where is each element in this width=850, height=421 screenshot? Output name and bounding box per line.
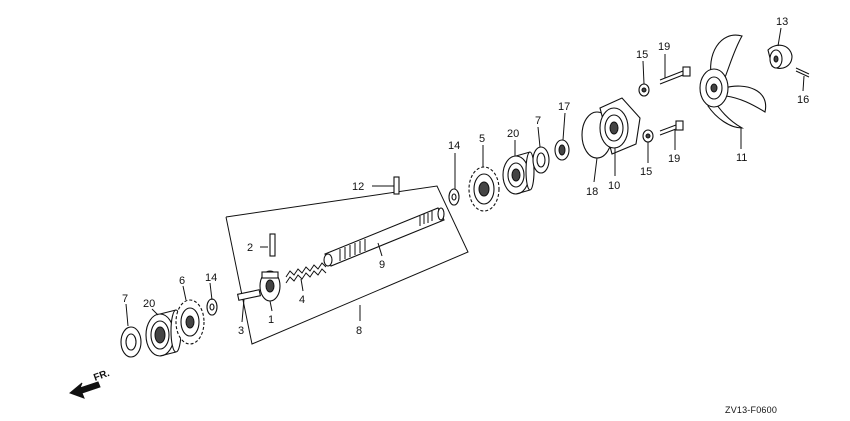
- callout-15-upper: 15: [636, 49, 648, 61]
- callout-20-right: 20: [507, 128, 519, 140]
- part-7-thrust-washer-left[interactable]: [120, 326, 142, 358]
- callout-13: 13: [776, 16, 788, 28]
- callout-11: 11: [736, 152, 747, 164]
- callout-17: 17: [558, 101, 570, 113]
- callout-1: 1: [268, 314, 274, 326]
- part-12-pin[interactable]: [393, 176, 400, 195]
- callout-7-right: 7: [535, 115, 541, 127]
- part-20-bearing-right[interactable]: [502, 151, 535, 195]
- part-7-thrust-washer-right[interactable]: [532, 146, 550, 174]
- part-10-bearing-holder[interactable]: [599, 97, 641, 155]
- callout-12: 12: [352, 181, 364, 193]
- part-19-bolt-upper[interactable]: [659, 66, 691, 85]
- part-6-gear[interactable]: [175, 299, 205, 345]
- part-1-clutch[interactable]: [259, 270, 281, 302]
- part-3-pin[interactable]: [236, 289, 262, 301]
- part-13-propeller-nut[interactable]: [767, 44, 793, 69]
- front-direction-label: FR.: [92, 368, 111, 384]
- leader-lines: [125, 27, 805, 327]
- callout-20-left: 20: [143, 298, 155, 310]
- callout-9: 9: [379, 259, 385, 271]
- callout-4: 4: [299, 294, 305, 306]
- callout-19-upper: 19: [658, 41, 670, 53]
- part-15-nut-lower[interactable]: [642, 129, 654, 143]
- part-15-nut-upper[interactable]: [638, 83, 650, 97]
- callout-18: 18: [586, 186, 598, 198]
- part-4-spring[interactable]: [285, 262, 327, 284]
- callout-14-right: 14: [448, 140, 460, 152]
- part-16-cotter-pin[interactable]: [795, 67, 810, 78]
- callout-7-left: 7: [122, 293, 128, 305]
- part-17-oil-seal[interactable]: [554, 139, 570, 161]
- callout-19-lower: 19: [668, 153, 680, 165]
- callout-14-left: 14: [205, 272, 217, 284]
- part-11-propeller[interactable]: [699, 34, 767, 129]
- part-14-washer-right[interactable]: [448, 188, 460, 206]
- part-2-pin[interactable]: [269, 233, 276, 257]
- front-direction-arrow: FR.: [69, 368, 111, 399]
- callout-2: 2: [247, 242, 253, 254]
- callout-8: 8: [356, 325, 362, 337]
- callout-6: 6: [179, 275, 185, 287]
- part-9-propeller-shaft[interactable]: [323, 207, 445, 267]
- part-19-bolt-lower[interactable]: [659, 120, 684, 136]
- part-20-bearing-left[interactable]: [145, 309, 182, 357]
- callout-5: 5: [479, 133, 485, 145]
- part-14-washer-left[interactable]: [206, 298, 218, 316]
- assembly-bracket: [225, 185, 469, 345]
- diagram-code: ZV13-F0600: [725, 405, 777, 415]
- arrow-icon: [69, 381, 101, 399]
- callout-15-lower: 15: [640, 166, 652, 178]
- callout-10: 10: [608, 180, 620, 192]
- callout-3: 3: [238, 325, 244, 337]
- part-5-gear[interactable]: [468, 166, 500, 212]
- callout-16: 16: [797, 94, 809, 106]
- callout-labels: 7 20 6 14 3 2 1 4 8 9 12 14 5 20 7 17 18…: [122, 16, 809, 337]
